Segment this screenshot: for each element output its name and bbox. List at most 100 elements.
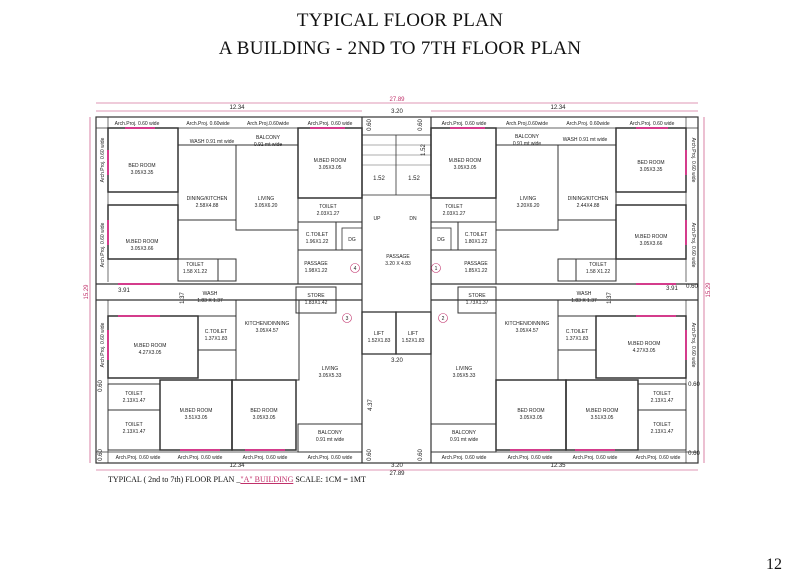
svg-text:PASSAGE: PASSAGE	[386, 254, 410, 260]
svg-text:TOILET: TOILET	[589, 262, 606, 268]
svg-text:DINING/KITCHEN: DINING/KITCHEN	[187, 196, 228, 202]
svg-text:0.91 mt wide: 0.91 mt wide	[254, 142, 283, 148]
svg-text:2.44X4.88: 2.44X4.88	[577, 203, 600, 209]
svg-text:Arch.Proj. 0.60 wide: Arch.Proj. 0.60 wide	[690, 223, 696, 268]
svg-text:Arch.Proj. 0.60 wide: Arch.Proj. 0.60 wide	[115, 121, 160, 127]
svg-text:1.83X1.42: 1.83X1.42	[305, 300, 328, 306]
svg-text:1.37X1.83: 1.37X1.83	[205, 336, 228, 342]
svg-text:2.58X4.88: 2.58X4.88	[196, 203, 219, 209]
svg-text:TOILET: TOILET	[319, 204, 336, 210]
svg-text:LIVING: LIVING	[520, 196, 537, 202]
svg-text:3.05X3.35: 3.05X3.35	[640, 167, 663, 173]
svg-text:3.05X5.33: 3.05X5.33	[453, 373, 476, 379]
svg-text:3.05X6.20: 3.05X6.20	[255, 203, 278, 209]
svg-text:3.20 X 4.83: 3.20 X 4.83	[385, 261, 411, 267]
svg-text:Arch.Proj. 0.60wide: Arch.Proj. 0.60wide	[186, 121, 230, 127]
svg-text:0.60: 0.60	[418, 119, 424, 131]
mark-3: 3	[346, 316, 349, 322]
svg-text:0.60: 0.60	[688, 451, 700, 457]
dim-overall-bottom: 27.89	[389, 471, 405, 477]
svg-text:LIVING: LIVING	[456, 366, 473, 372]
svg-text:3.05X4.57: 3.05X4.57	[256, 328, 279, 334]
svg-text:M.BED ROOM: M.BED ROOM	[180, 408, 213, 414]
dim-stair-a: 1.52	[373, 176, 385, 182]
svg-text:3.05X5.33: 3.05X5.33	[319, 373, 342, 379]
svg-text:BED ROOM: BED ROOM	[128, 163, 155, 169]
dim-core-top: 3.20	[391, 109, 403, 115]
dim-height-right: 15.29	[706, 282, 712, 298]
svg-text:1.85X1.22: 1.85X1.22	[465, 268, 488, 274]
svg-text:WASH 0.91 mt wide: WASH 0.91 mt wide	[563, 137, 608, 143]
svg-text:2.13X1.47: 2.13X1.47	[123, 398, 146, 404]
svg-text:BED ROOM: BED ROOM	[517, 408, 544, 414]
svg-text:3.05X3.66: 3.05X3.66	[131, 246, 154, 252]
plan-caption: TYPICAL ( 2nd to 7th) FLOOR PLAN _"A" BU…	[108, 475, 366, 484]
svg-text:0.60: 0.60	[98, 449, 104, 461]
svg-text:DG: DG	[437, 237, 445, 243]
svg-text:LIVING: LIVING	[258, 196, 275, 202]
svg-text:3.05X3.05: 3.05X3.05	[253, 415, 276, 421]
caption-building: "A" BUILDING	[240, 475, 294, 484]
svg-text:2.03X1.27: 2.03X1.27	[317, 211, 340, 217]
svg-text:1.98X1.22: 1.98X1.22	[305, 268, 328, 274]
svg-text:Arch.Proj. 0.60 wide: Arch.Proj. 0.60 wide	[178, 455, 223, 461]
svg-text:2.03X1.27: 2.03X1.27	[443, 211, 466, 217]
dim-half-bottom-left: 12.34	[229, 463, 245, 469]
svg-text:1.96X1.22: 1.96X1.22	[306, 239, 329, 245]
svg-text:M.BED ROOM: M.BED ROOM	[586, 408, 619, 414]
svg-text:BALCONY: BALCONY	[452, 430, 477, 436]
svg-text:1.73X1.37: 1.73X1.37	[466, 300, 489, 306]
mark-1: 1	[435, 266, 438, 272]
dim-overall-top: 27.89	[389, 97, 405, 103]
svg-text:Arch.Proj. 0.60 wide: Arch.Proj. 0.60 wide	[508, 455, 553, 461]
svg-text:3.20X6.20: 3.20X6.20	[517, 203, 540, 209]
svg-text:M.BED ROOM: M.BED ROOM	[628, 341, 661, 347]
svg-text:Arch.Proj. 0.60 wide: Arch.Proj. 0.60 wide	[308, 121, 353, 127]
svg-text:TOILET: TOILET	[125, 422, 142, 428]
building-outline	[95, 116, 699, 464]
dim-core-mid: 3.20	[391, 358, 403, 364]
svg-text:BED ROOM: BED ROOM	[250, 408, 277, 414]
dim-side-left: 3.91	[118, 288, 130, 294]
svg-text:BALCONY: BALCONY	[318, 430, 343, 436]
svg-text:Arch.Proj. 0.60 wide: Arch.Proj. 0.60 wide	[100, 222, 106, 267]
svg-text:BALCONY: BALCONY	[515, 134, 540, 140]
svg-text:0.60: 0.60	[367, 449, 373, 461]
svg-text:KITCHEN/DINNING: KITCHEN/DINNING	[245, 321, 290, 327]
svg-text:C.TOILET: C.TOILET	[306, 232, 328, 238]
svg-text:PASSAGE: PASSAGE	[304, 261, 328, 267]
svg-text:1.52X1.83: 1.52X1.83	[368, 338, 391, 344]
svg-text:PASSAGE: PASSAGE	[464, 261, 488, 267]
svg-text:TOILET: TOILET	[186, 262, 203, 268]
svg-text:4.27X3.05: 4.27X3.05	[633, 348, 656, 354]
svg-text:3.51X3.05: 3.51X3.05	[591, 415, 614, 421]
svg-text:2.13X1.47: 2.13X1.47	[651, 429, 674, 435]
dim-lobby: 4.37	[368, 399, 374, 411]
svg-text:0.60: 0.60	[686, 284, 698, 290]
page-subtitle: A BUILDING - 2ND TO 7TH FLOOR PLAN	[218, 38, 582, 59]
svg-text:WASH 0.91 mt wide: WASH 0.91 mt wide	[190, 139, 235, 145]
svg-text:1.83 X 1.37: 1.83 X 1.37	[571, 298, 597, 304]
caption-scale: SCALE: 1CM = 1MT	[293, 475, 366, 484]
dim-core-bottom: 3.20	[391, 463, 403, 469]
svg-text:0.91 mt wide: 0.91 mt wide	[316, 437, 345, 443]
svg-text:Arch.Proj. 0.60 wide: Arch.Proj. 0.60 wide	[690, 138, 696, 183]
svg-text:Arch.Proj.0.60wide: Arch.Proj.0.60wide	[247, 121, 289, 127]
svg-text:0.60: 0.60	[367, 119, 373, 131]
svg-text:Arch.Proj. 0.60 wide: Arch.Proj. 0.60 wide	[442, 455, 487, 461]
svg-text:STORE: STORE	[307, 293, 325, 299]
svg-text:3.05X4.57: 3.05X4.57	[516, 328, 539, 334]
svg-text:3.05X3.66: 3.05X3.66	[640, 241, 663, 247]
svg-text:C.TOILET: C.TOILET	[566, 329, 588, 335]
svg-text:Arch.Proj. 0.60 wide: Arch.Proj. 0.60 wide	[636, 455, 681, 461]
svg-text:1.52X1.83: 1.52X1.83	[402, 338, 425, 344]
svg-text:TOILET: TOILET	[445, 204, 462, 210]
svg-text:2.13X1.47: 2.13X1.47	[123, 429, 146, 435]
svg-text:KITCHEN/DINNING: KITCHEN/DINNING	[505, 321, 550, 327]
svg-text:Arch.Proj. 0.60 wide: Arch.Proj. 0.60 wide	[630, 121, 675, 127]
caption-prefix: TYPICAL ( 2nd to 7th) FLOOR PLAN _	[108, 475, 241, 484]
dim-half-top-right: 12.34	[550, 105, 566, 111]
svg-text:Arch.Proj. 0.60 wide: Arch.Proj. 0.60 wide	[116, 455, 161, 461]
svg-text:BALCONY: BALCONY	[256, 135, 281, 141]
svg-text:Arch.Proj. 0.60 wide: Arch.Proj. 0.60 wide	[308, 455, 353, 461]
